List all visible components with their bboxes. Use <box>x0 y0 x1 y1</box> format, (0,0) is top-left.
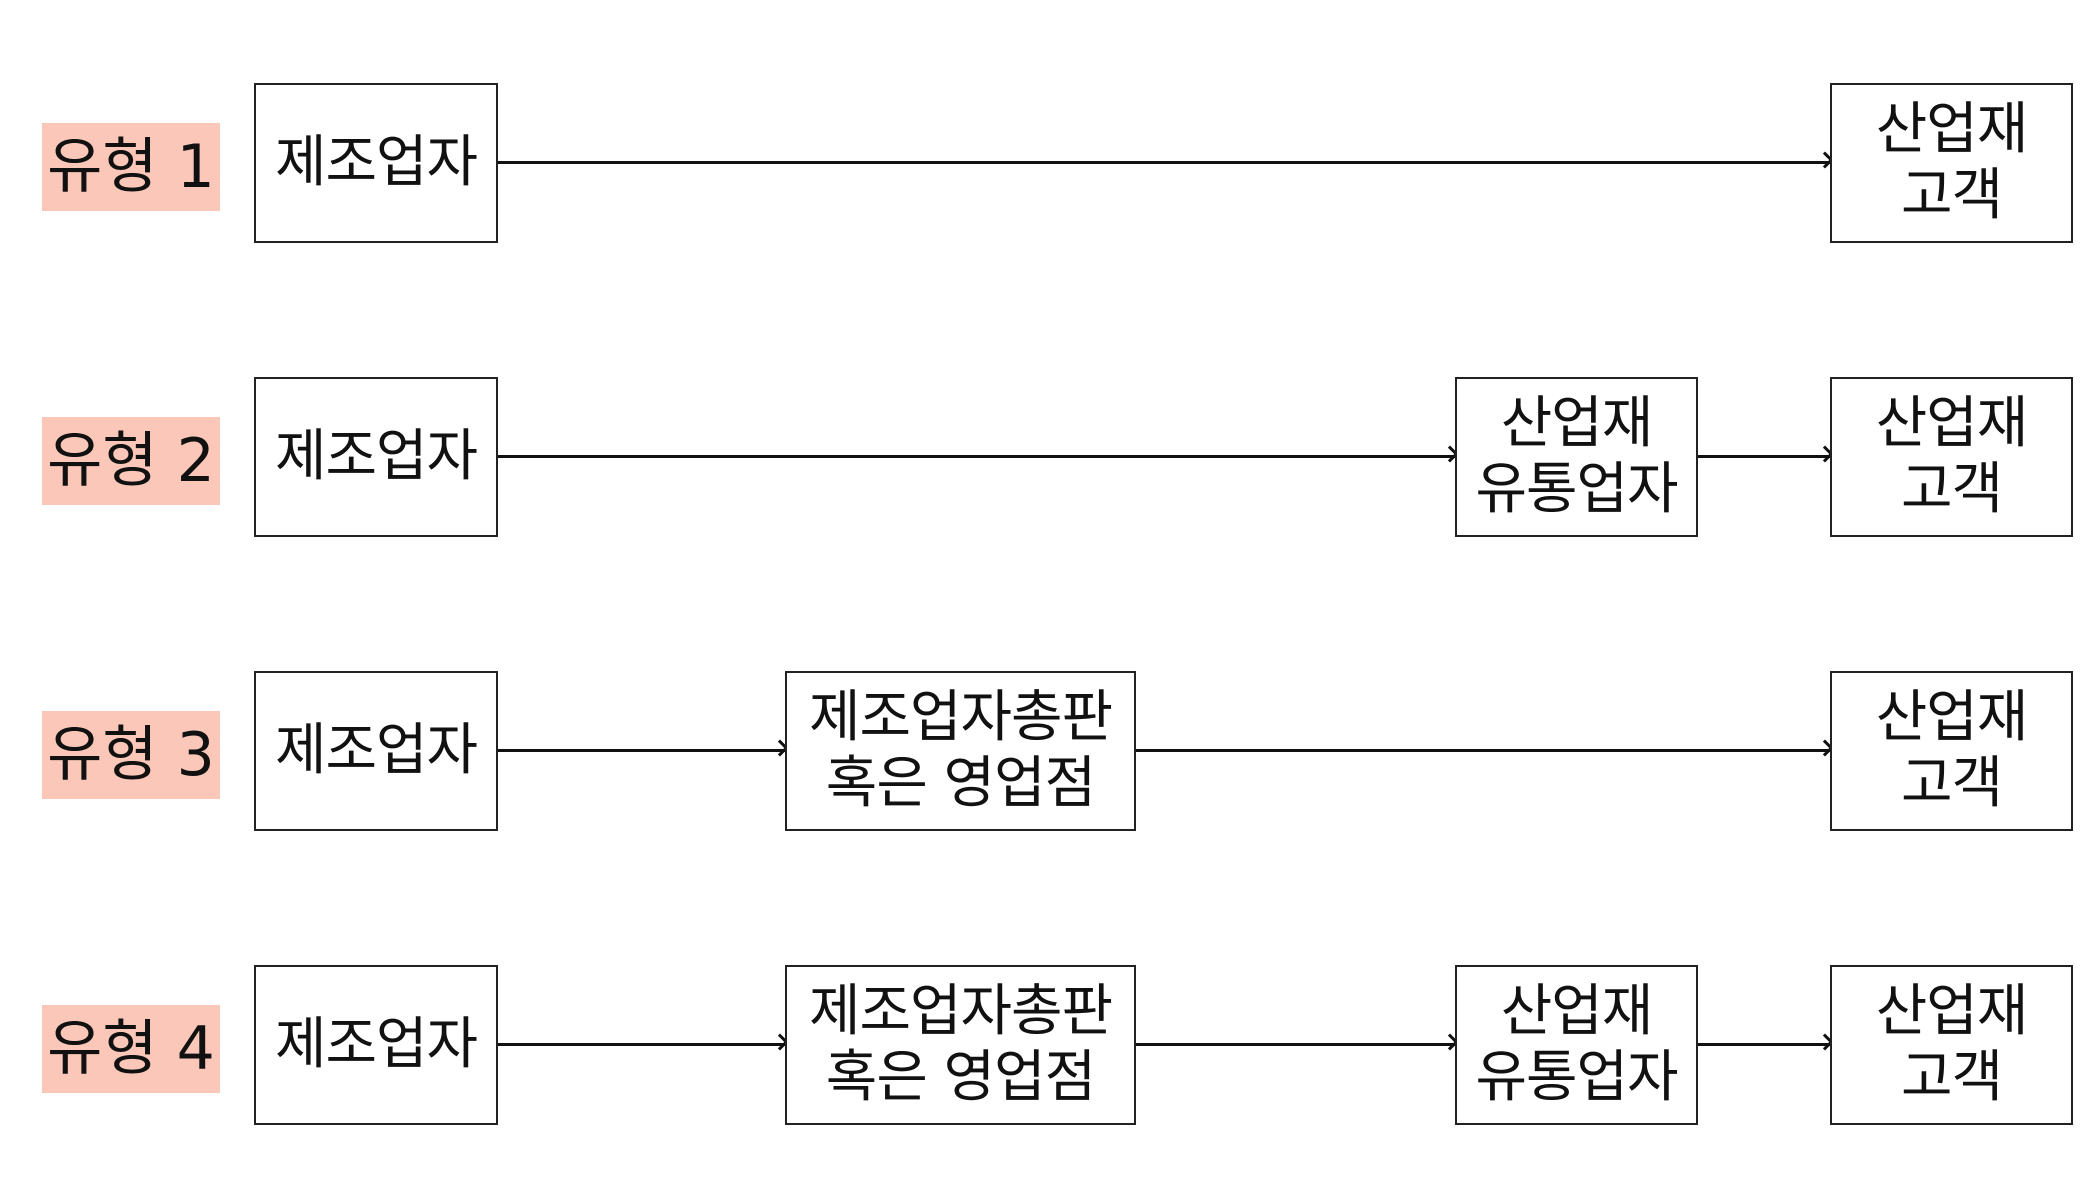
industrial-distributor-node: 산업재 유통업자 <box>1455 965 1698 1125</box>
type-label: 유형 1 <box>42 123 220 211</box>
manufacturer-node: 제조업자 <box>254 83 498 243</box>
manufacturer-node: 제조업자 <box>254 965 498 1125</box>
flow-arrow <box>498 455 1455 458</box>
manufacturer-node: 제조업자 <box>254 671 498 831</box>
flow-arrow <box>1136 749 1830 752</box>
sales-branch-node: 제조업자총판 혹은 영업점 <box>785 965 1136 1125</box>
flow-arrow <box>1698 455 1830 458</box>
flow-arrow <box>1698 1043 1830 1046</box>
channel-row-type-1: 유형 1 제조업자 산업재 고객 <box>0 83 2100 243</box>
flow-arrow <box>1136 1043 1455 1046</box>
type-label: 유형 4 <box>42 1005 220 1093</box>
industrial-customer-node: 산업재 고객 <box>1830 377 2073 537</box>
channel-row-type-4: 유형 4 제조업자 제조업자총판 혹은 영업점 산업재 유통업자 산업재 고객 <box>0 965 2100 1125</box>
type-label: 유형 3 <box>42 711 220 799</box>
flow-arrow <box>498 749 785 752</box>
manufacturer-node: 제조업자 <box>254 377 498 537</box>
industrial-customer-node: 산업재 고객 <box>1830 83 2073 243</box>
flow-arrow <box>498 1043 785 1046</box>
channel-row-type-3: 유형 3 제조업자 제조업자총판 혹은 영업점 산업재 고객 <box>0 671 2100 831</box>
type-label: 유형 2 <box>42 417 220 505</box>
channel-row-type-2: 유형 2 제조업자 산업재 유통업자 산업재 고객 <box>0 377 2100 537</box>
industrial-customer-node: 산업재 고객 <box>1830 671 2073 831</box>
industrial-distributor-node: 산업재 유통업자 <box>1455 377 1698 537</box>
flow-arrow <box>498 161 1830 164</box>
industrial-customer-node: 산업재 고객 <box>1830 965 2073 1125</box>
sales-branch-node: 제조업자총판 혹은 영업점 <box>785 671 1136 831</box>
